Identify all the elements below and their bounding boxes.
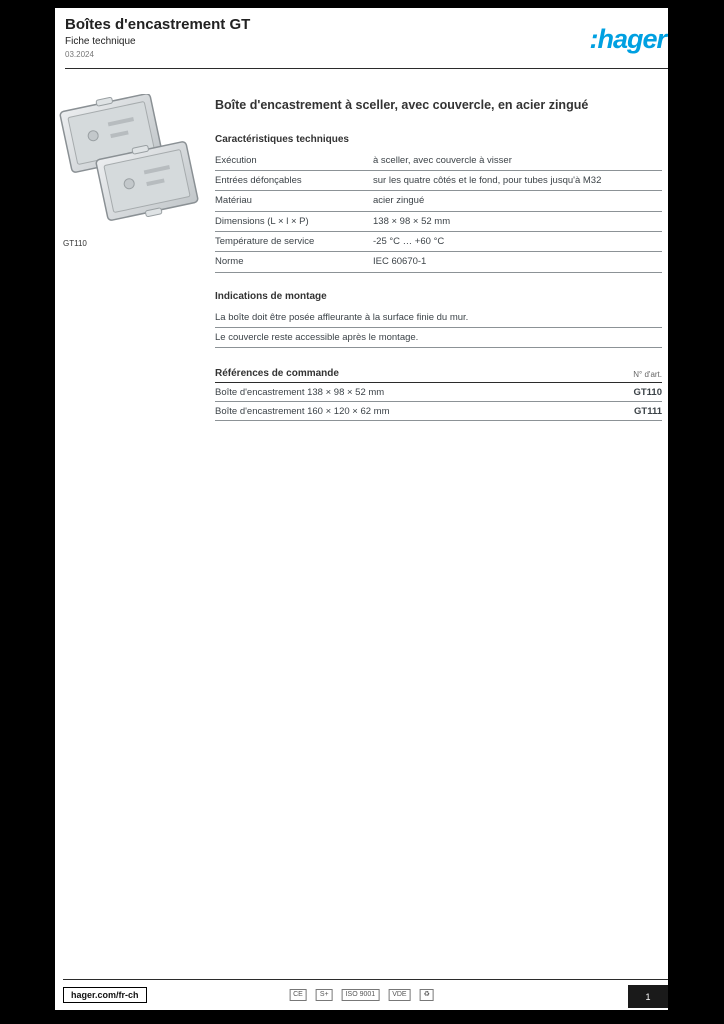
datasheet-page: Boîtes d'encastrement GT Fiche technique…	[55, 8, 668, 1010]
spec-value: IEC 60670-1	[373, 256, 427, 268]
spec-row: Exécution à sceller, avec couvercle à vi…	[215, 151, 662, 171]
spec-value: acier zingué	[373, 195, 425, 207]
spec-label: Exécution	[215, 154, 257, 166]
mounting-note: La boîte doit être posée affleurante à l…	[215, 308, 662, 329]
ce-mark-icon: CE	[289, 989, 307, 1001]
spec-label: Norme	[215, 256, 244, 268]
product-title: Boîte d'encastrement à sceller, avec cou…	[215, 98, 589, 112]
document-subtitle: Fiche technique	[65, 36, 136, 47]
recycle-icon: ♻	[419, 989, 434, 1001]
product-reference-caption: GT110	[63, 239, 87, 248]
footer-divider	[63, 979, 668, 980]
junction-boxes-image	[59, 93, 199, 221]
spec-label: Dimensions (L × l × P)	[215, 215, 309, 227]
iso-mark-icon: ISO 9001	[341, 989, 380, 1001]
order-reference: GT110	[633, 387, 662, 399]
order-row: Boîte d'encastrement 138 × 98 × 52 mm GT…	[215, 383, 662, 403]
certification-marks: CE S+ ISO 9001 VDE ♻	[289, 989, 434, 1001]
spec-value: sur les quatre côtés et le fond, pour tu…	[373, 174, 602, 186]
page-number-badge: 1	[628, 985, 668, 1008]
spec-row: Température de service -25 °C … +60 °C	[215, 232, 662, 253]
document-title: Boîtes d'encastrement GT	[65, 16, 251, 33]
spec-row: Dimensions (L × l × P) 138 × 98 × 52 mm	[215, 212, 662, 232]
vde-mark-icon: VDE	[388, 989, 411, 1001]
hager-logo: :hager	[589, 24, 667, 54]
spec-row: Matériau acier zingué	[215, 191, 662, 212]
splus-mark-icon: S+	[315, 989, 333, 1001]
product-photo	[57, 93, 199, 222]
mounting-note: Le couvercle reste accessible après le m…	[215, 328, 662, 349]
website-link[interactable]: hager.com/fr-ch	[63, 987, 147, 1003]
spec-value: 138 × 98 × 52 mm	[373, 215, 451, 227]
order-ref-column-header: N° d'art.	[633, 370, 662, 380]
box-front	[95, 141, 199, 221]
spec-row: Entrées défonçables sur les quatre côtés…	[215, 171, 662, 192]
section-heading-characteristics: Caractéristiques techniques	[215, 133, 349, 145]
document-edition: 03.2024	[65, 50, 94, 59]
spec-value: -25 °C … +60 °C	[373, 236, 445, 247]
order-label: Boîte d'encastrement 138 × 98 × 52 mm	[215, 387, 385, 399]
spec-label: Entrées défonçables	[215, 174, 302, 186]
spec-row: Norme IEC 60670-1	[215, 252, 662, 273]
spec-label: Matériau	[215, 195, 252, 207]
order-table-header: Références de commande N° d'art.	[215, 366, 662, 384]
spec-label: Température de service	[215, 236, 315, 247]
section-heading-order: Références de commande	[215, 368, 339, 380]
section-heading-mounting: Indications de montage	[215, 290, 327, 302]
order-label: Boîte d'encastrement 160 × 120 × 62 mm	[215, 406, 390, 418]
order-row: Boîte d'encastrement 160 × 120 × 62 mm G…	[215, 402, 662, 422]
spec-value: à sceller, avec couvercle à visser	[373, 154, 512, 166]
order-reference: GT111	[634, 406, 662, 418]
main-content: Boîte d'encastrement à sceller, avec cou…	[215, 98, 662, 422]
header-divider	[65, 68, 668, 69]
